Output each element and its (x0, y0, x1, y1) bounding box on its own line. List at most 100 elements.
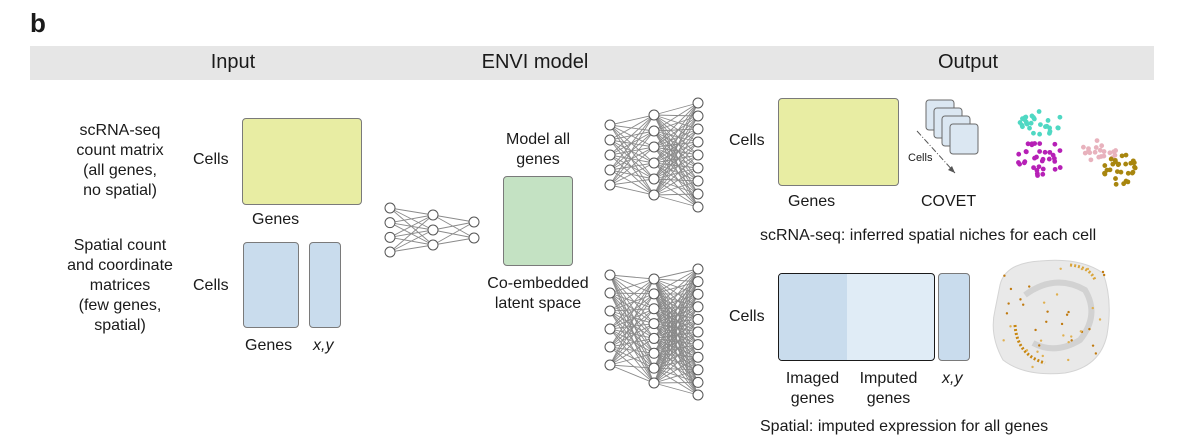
umap-point (1057, 148, 1063, 153)
network-node (648, 125, 660, 137)
sp-desc-line: Spatial count (73, 237, 167, 254)
network-node (427, 239, 439, 251)
network-node (692, 263, 704, 275)
network-edge (653, 115, 699, 196)
umap-point (1118, 169, 1124, 175)
network-edge (609, 278, 655, 330)
network-edge (653, 141, 699, 180)
network-edge (653, 102, 699, 132)
network-edge (653, 306, 699, 384)
network-edge (609, 293, 655, 312)
network-node (692, 376, 704, 388)
network-edge (389, 244, 434, 253)
umap-point (1113, 181, 1119, 187)
umap-point (1023, 149, 1029, 154)
umap-point (1031, 130, 1036, 136)
umap-point (1052, 166, 1058, 172)
umap-point (1024, 120, 1029, 126)
covet-label: COVET (921, 193, 977, 210)
network-edge (609, 346, 655, 354)
umap-point (1032, 141, 1038, 146)
umap-point (1123, 152, 1129, 158)
expression-spot (1007, 302, 1010, 305)
expression-spot (1065, 313, 1069, 316)
umap-point (1110, 161, 1116, 167)
expression-spot (1094, 352, 1098, 355)
network-node (468, 216, 480, 228)
imaged-genes-block (779, 274, 847, 360)
network-node (648, 189, 660, 201)
network-node (692, 339, 704, 351)
imaged-label-line: genes (790, 390, 835, 407)
expression-spot (1102, 273, 1106, 277)
network-node (648, 362, 660, 374)
umap-point (1087, 150, 1093, 156)
expression-spot (1036, 350, 1039, 353)
network-edge (653, 180, 699, 196)
network-edge (653, 281, 699, 384)
network-edge (653, 193, 699, 196)
expression-spot (1034, 328, 1037, 332)
umap-point (1047, 149, 1053, 155)
umap-point (1036, 109, 1042, 114)
network-node (648, 303, 660, 315)
network-edge (389, 207, 434, 216)
imputed-label-line: genes (866, 390, 911, 407)
expression-spot (1067, 340, 1070, 344)
sc-output-caption: scRNA-seq: inferred spatial niches for e… (760, 227, 1097, 244)
umap-point (1037, 149, 1043, 154)
umap-point (1097, 147, 1103, 153)
umap-point (1088, 157, 1094, 163)
network-edge (653, 141, 699, 196)
network-edge (653, 293, 699, 354)
network-node (648, 332, 660, 344)
network-node (604, 305, 616, 317)
umap-point (1092, 149, 1098, 155)
umap-point (1040, 156, 1046, 162)
umap-scatter (1016, 109, 1138, 187)
network-edge (432, 221, 475, 231)
expression-spot (1022, 303, 1025, 306)
network-edge (653, 319, 699, 354)
umap-point (1052, 141, 1058, 147)
network-edge (389, 214, 434, 253)
sp-desc-line: (few genes, (78, 297, 162, 314)
network-edge (653, 102, 699, 164)
encoder-network (384, 202, 480, 258)
sc-desc-line: (all genes, (83, 162, 157, 179)
sc-desc-line: no spatial) (83, 182, 157, 199)
network-node (427, 209, 439, 221)
expression-spot (1038, 344, 1041, 347)
network-edge (609, 154, 655, 180)
network-edge (653, 268, 699, 354)
network-edge (653, 102, 699, 196)
umap-point (1023, 114, 1029, 120)
network-edge (609, 328, 655, 354)
network-edge (653, 128, 699, 164)
umap-point (1020, 124, 1025, 130)
cells-arrow (916, 130, 956, 174)
network-edge (653, 268, 699, 384)
model-top-label-line: Model all (505, 131, 571, 148)
umap-point (1029, 113, 1035, 119)
network-edge (609, 114, 655, 126)
sp-desc-line: matrices (89, 277, 151, 294)
umap-point (1025, 141, 1031, 147)
expression-spot (1086, 267, 1090, 271)
network-edge (609, 278, 655, 312)
network-edge (609, 308, 655, 348)
umap-point (1113, 176, 1118, 181)
network-node (692, 110, 704, 122)
umap-point (1057, 114, 1063, 120)
network-edge (653, 381, 699, 384)
umap-point (1094, 138, 1100, 144)
network-edge (653, 293, 699, 333)
network-edge (609, 352, 655, 366)
out-sc-matrix (778, 98, 899, 186)
network-edge (609, 364, 655, 369)
expression-spot (1091, 344, 1095, 347)
sp-coord-matrix (309, 242, 341, 328)
umap-point (1057, 165, 1063, 170)
network-node (648, 377, 660, 389)
network-edge (609, 114, 655, 171)
